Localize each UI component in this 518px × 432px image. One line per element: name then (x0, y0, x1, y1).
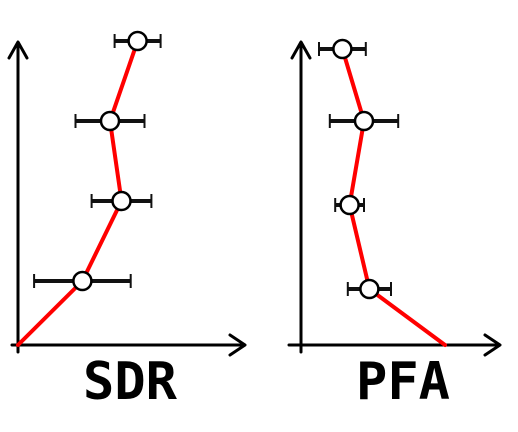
sdr-x-label: SDR (83, 352, 178, 412)
pfa-data-point (359, 278, 380, 300)
pfa-curve (340, 47, 447, 347)
sdr-data-point (111, 190, 132, 212)
pfa-x-label: PFA (356, 352, 450, 412)
pfa-panel: PFA (287, 38, 502, 412)
pfa-y-axis (290, 40, 312, 354)
pfa-data-point (332, 38, 353, 60)
pfa-data-point (353, 110, 375, 132)
sdr-x-axis (10, 333, 247, 357)
pfa-points (318, 38, 400, 300)
sdr-panel: SDR (7, 30, 247, 412)
sdr-data-point (72, 270, 93, 292)
pfa-x-axis (287, 333, 502, 357)
sdr-data-point (127, 30, 148, 52)
sdr-y-axis (7, 40, 29, 354)
pfa-data-point (339, 194, 360, 216)
sdr-points (33, 30, 162, 292)
sdr-data-point (99, 110, 121, 132)
